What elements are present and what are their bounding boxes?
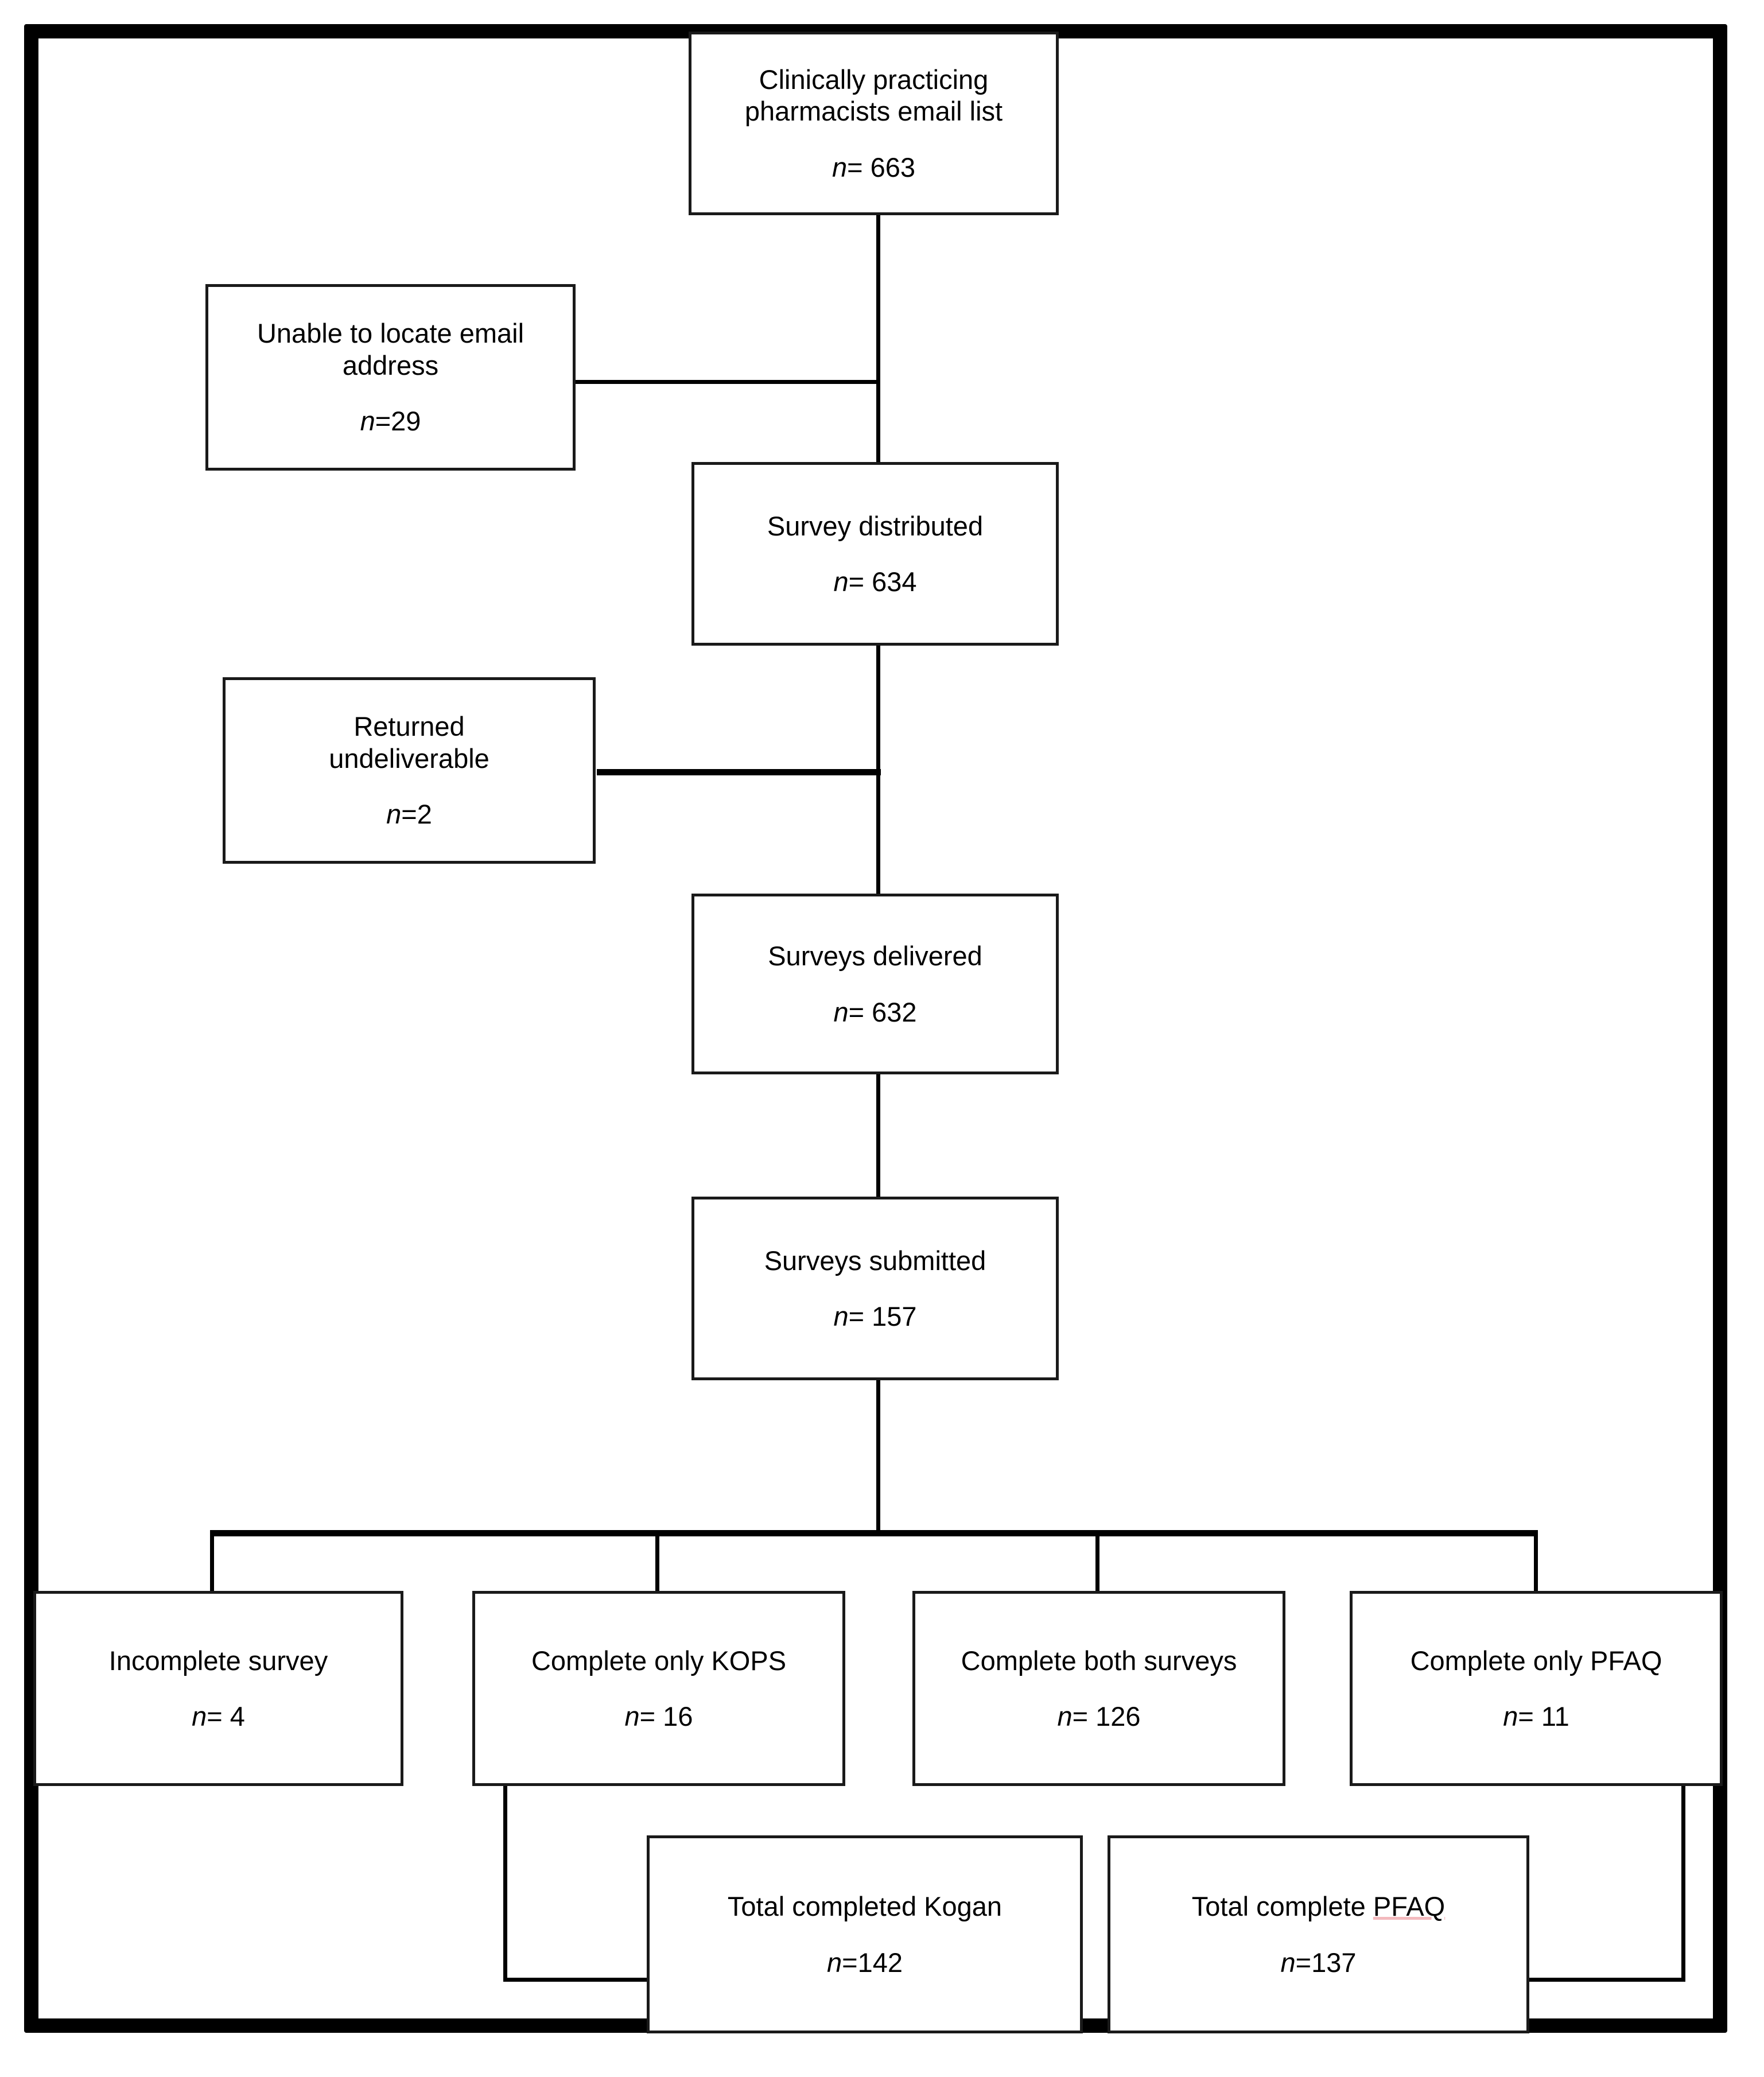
- n-symbol: n: [832, 152, 848, 183]
- connector-delivered-to-submitted: [876, 1072, 880, 1199]
- node-surveys-submitted[interactable]: Surveys submitted n= 157: [691, 1197, 1059, 1380]
- node-label: Incomplete survey: [108, 1645, 328, 1676]
- n-symbol: n: [833, 1301, 849, 1331]
- node-total-completed-kogan[interactable]: Total completed Kogan n=142: [647, 1835, 1083, 2033]
- node-count: n= 126: [1057, 1701, 1140, 1732]
- n-value: = 16: [639, 1701, 693, 1732]
- node-total-complete-pfaq[interactable]: Total complete PFAQ n=137: [1108, 1835, 1529, 2033]
- node-label: Total complete PFAQ: [1186, 1890, 1451, 1922]
- n-value: =142: [842, 1947, 903, 1978]
- node-count: n=137: [1280, 1947, 1356, 1978]
- n-value: = 632: [848, 996, 917, 1027]
- n-value: = 4: [207, 1701, 245, 1732]
- node-complete-only-kops[interactable]: Complete only KOPS n= 16: [472, 1591, 845, 1786]
- node-label: Returned undeliverable: [329, 711, 489, 774]
- node-label: Complete only KOPS: [531, 1645, 787, 1676]
- connector-returned-to-spine: [597, 769, 881, 775]
- connector-emaillist-to-distributed: [876, 212, 880, 465]
- node-unable-locate[interactable]: Unable to locate email address n=29: [205, 284, 576, 471]
- n-symbol: n: [386, 799, 402, 830]
- node-label: Clinically practicing pharmacists email …: [744, 64, 1003, 127]
- node-label-misspelled: PFAQ: [1373, 1891, 1446, 1922]
- n-value: = 157: [848, 1301, 917, 1331]
- connector-submitted-to-branchbar: [876, 1377, 880, 1534]
- connector-kops-down: [503, 1784, 507, 1982]
- connector-pfaq-down: [1681, 1784, 1685, 1982]
- node-label: Surveys submitted: [764, 1245, 986, 1276]
- node-count: n= 632: [833, 996, 916, 1028]
- node-surveys-delivered[interactable]: Surveys delivered n= 632: [691, 894, 1059, 1074]
- node-count: n= 11: [1503, 1701, 1569, 1732]
- n-value: =29: [375, 406, 421, 437]
- n-symbol: n: [1057, 1701, 1073, 1732]
- connector-kops-to-kogan: [503, 1978, 650, 1982]
- node-count: n= 4: [192, 1701, 245, 1732]
- node-count: n= 16: [625, 1701, 693, 1732]
- branch-drop-pfaq: [1534, 1530, 1538, 1595]
- node-label: Survey distributed: [767, 510, 984, 541]
- n-value: = 11: [1518, 1701, 1569, 1732]
- n-value: =2: [401, 799, 432, 830]
- n-value: = 126: [1072, 1701, 1141, 1732]
- node-label: Unable to locate email address: [257, 318, 524, 381]
- n-symbol: n: [833, 996, 849, 1027]
- node-complete-both-surveys[interactable]: Complete both surveys n= 126: [912, 1591, 1285, 1786]
- n-value: = 634: [848, 566, 917, 597]
- node-returned-undeliverable[interactable]: Returned undeliverable n=2: [223, 677, 596, 864]
- node-count: n=2: [386, 798, 432, 830]
- n-symbol: n: [1503, 1701, 1518, 1732]
- n-symbol: n: [624, 1701, 640, 1732]
- n-symbol: n: [826, 1947, 842, 1978]
- node-label: Surveys delivered: [768, 941, 982, 972]
- node-label: Complete both surveys: [961, 1645, 1237, 1676]
- n-value: = 663: [847, 152, 916, 183]
- n-symbol: n: [1280, 1947, 1296, 1978]
- node-count: n=142: [827, 1947, 903, 1978]
- n-symbol: n: [192, 1701, 207, 1732]
- connector-unablelocate-to-spine: [576, 380, 879, 384]
- branch-drop-kops: [655, 1530, 659, 1595]
- node-label-plain: Total complete: [1191, 1891, 1373, 1922]
- node-incomplete-survey[interactable]: Incomplete survey n= 4: [33, 1591, 403, 1786]
- n-value: =137: [1295, 1947, 1357, 1978]
- n-symbol: n: [360, 406, 375, 437]
- node-count: n=29: [360, 405, 421, 437]
- node-label: Complete only PFAQ: [1410, 1645, 1662, 1676]
- connector-pfaq-to-totalpfaq: [1526, 1978, 1685, 1982]
- node-complete-only-pfaq[interactable]: Complete only PFAQ n= 11: [1350, 1591, 1723, 1786]
- node-label: Total completed Kogan: [727, 1891, 1003, 1922]
- node-survey-distributed[interactable]: Survey distributed n= 634: [691, 462, 1059, 646]
- node-count: n= 157: [833, 1300, 916, 1332]
- node-count: n= 663: [832, 152, 915, 183]
- branch-drop-both: [1095, 1530, 1099, 1595]
- n-symbol: n: [833, 566, 849, 597]
- branch-distribution-bar: [210, 1530, 1538, 1536]
- node-count: n= 634: [833, 566, 916, 597]
- branch-drop-incomplete: [210, 1530, 214, 1595]
- node-email-list[interactable]: Clinically practicing pharmacists email …: [689, 32, 1059, 215]
